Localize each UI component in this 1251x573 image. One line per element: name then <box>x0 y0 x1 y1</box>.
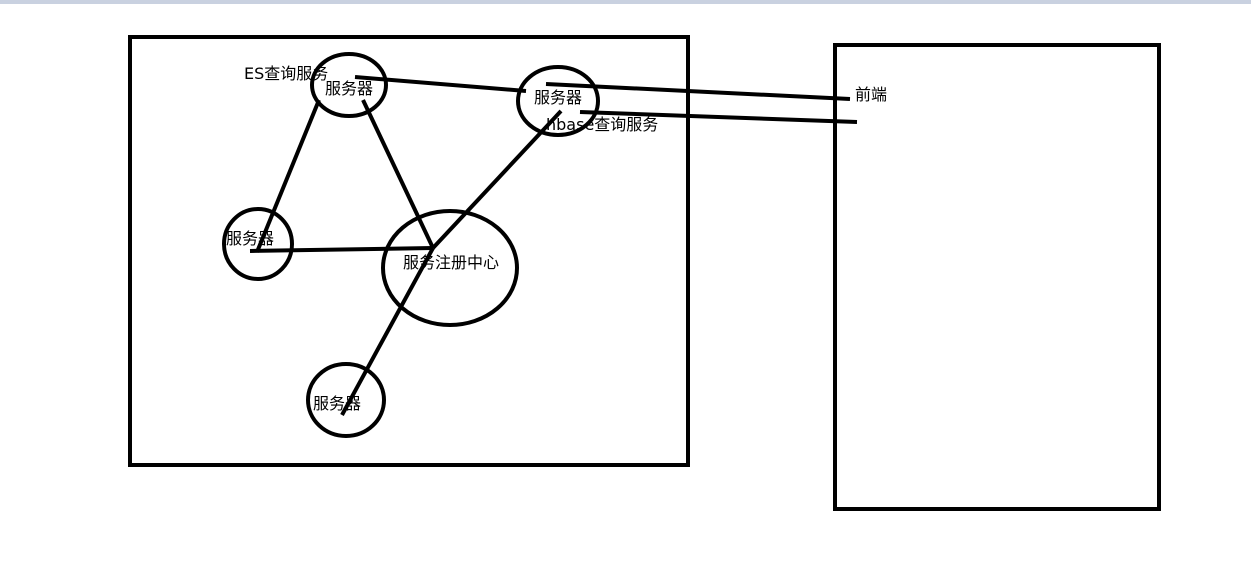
connector-hbase-to-frontend-lower <box>579 110 858 124</box>
window-top-strip <box>0 0 1251 4</box>
label-registry: 服务注册中心 <box>403 253 499 272</box>
label-server-es: 服务器 <box>325 79 373 98</box>
label-es-service: ES查询服务 <box>244 64 328 83</box>
connector-es-to-hbase <box>354 75 527 93</box>
server-node-bottom <box>306 362 386 438</box>
server-node-es <box>310 52 388 118</box>
backend-box <box>128 35 690 467</box>
registry-node <box>381 209 519 327</box>
label-server-bottom: 服务器 <box>313 394 361 413</box>
label-hbase-service: hbase查询服务 <box>546 115 658 134</box>
label-server-left: 服务器 <box>226 229 274 248</box>
label-frontend: 前端 <box>855 85 887 104</box>
server-node-hbase <box>516 65 600 137</box>
connector-es-to-registry <box>361 99 435 249</box>
connector-hbase-to-registry <box>431 109 563 250</box>
connector-es-to-left <box>255 99 321 253</box>
connector-registry-to-bottom <box>340 247 435 416</box>
label-server-hbase: 服务器 <box>534 88 582 107</box>
connector-left-to-registry <box>249 246 434 253</box>
connector-hbase-to-frontend-upper <box>545 82 851 101</box>
server-node-left <box>222 207 294 281</box>
frontend-box <box>833 43 1161 511</box>
